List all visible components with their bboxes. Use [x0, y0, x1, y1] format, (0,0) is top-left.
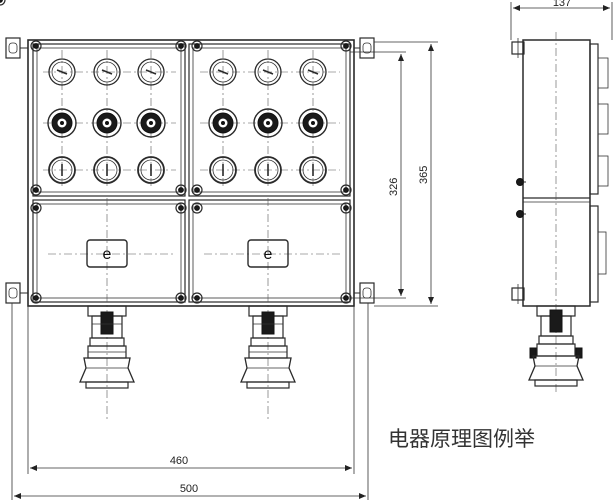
corner-bolt — [191, 40, 203, 52]
corner-bolt — [191, 184, 203, 196]
selector-switch — [137, 156, 165, 184]
selector-switch — [209, 156, 237, 184]
indicator-lamp — [254, 58, 282, 86]
selector-switch — [254, 156, 282, 184]
dim-460-label: 460 — [170, 455, 188, 467]
indicator-lamp — [299, 58, 327, 86]
indicator-lamp — [137, 58, 165, 86]
side-view — [510, 2, 613, 392]
push-button — [208, 108, 238, 138]
cable-gland-left — [79, 305, 135, 389]
corner-bolt — [191, 202, 203, 214]
nameplate-right: e — [247, 239, 289, 268]
dim-137-label: 137 — [553, 0, 571, 9]
indicator-lamp — [209, 58, 237, 86]
push-button — [47, 108, 77, 138]
dimension-lines — [11, 41, 438, 500]
corner-bolts — [0, 0, 6, 6]
nameplate-left: e — [86, 239, 128, 268]
selector-switch-row — [48, 156, 327, 184]
push-button — [298, 108, 328, 138]
mounting-lugs — [5, 37, 375, 304]
selector-switch — [48, 156, 76, 184]
indicator-lamp-row — [48, 58, 327, 86]
cable-gland-right — [240, 305, 296, 389]
nameplate-mark: e — [264, 246, 273, 263]
center-lines — [43, 50, 342, 420]
nameplate-mark: e — [103, 246, 112, 263]
dim-365-label: 365 — [418, 166, 430, 184]
caption: 电器原理图例举 — [388, 427, 535, 451]
selector-switch — [93, 156, 121, 184]
dim-326-label: 326 — [388, 178, 400, 196]
indicator-lamp — [48, 58, 76, 86]
selector-switch — [299, 156, 327, 184]
push-button — [92, 108, 122, 138]
push-button — [253, 108, 283, 138]
dim-500-label: 500 — [180, 483, 198, 495]
indicator-lamp — [93, 58, 121, 86]
front-view: e e — [0, 0, 375, 420]
push-button-row — [47, 108, 328, 138]
push-button — [136, 108, 166, 138]
